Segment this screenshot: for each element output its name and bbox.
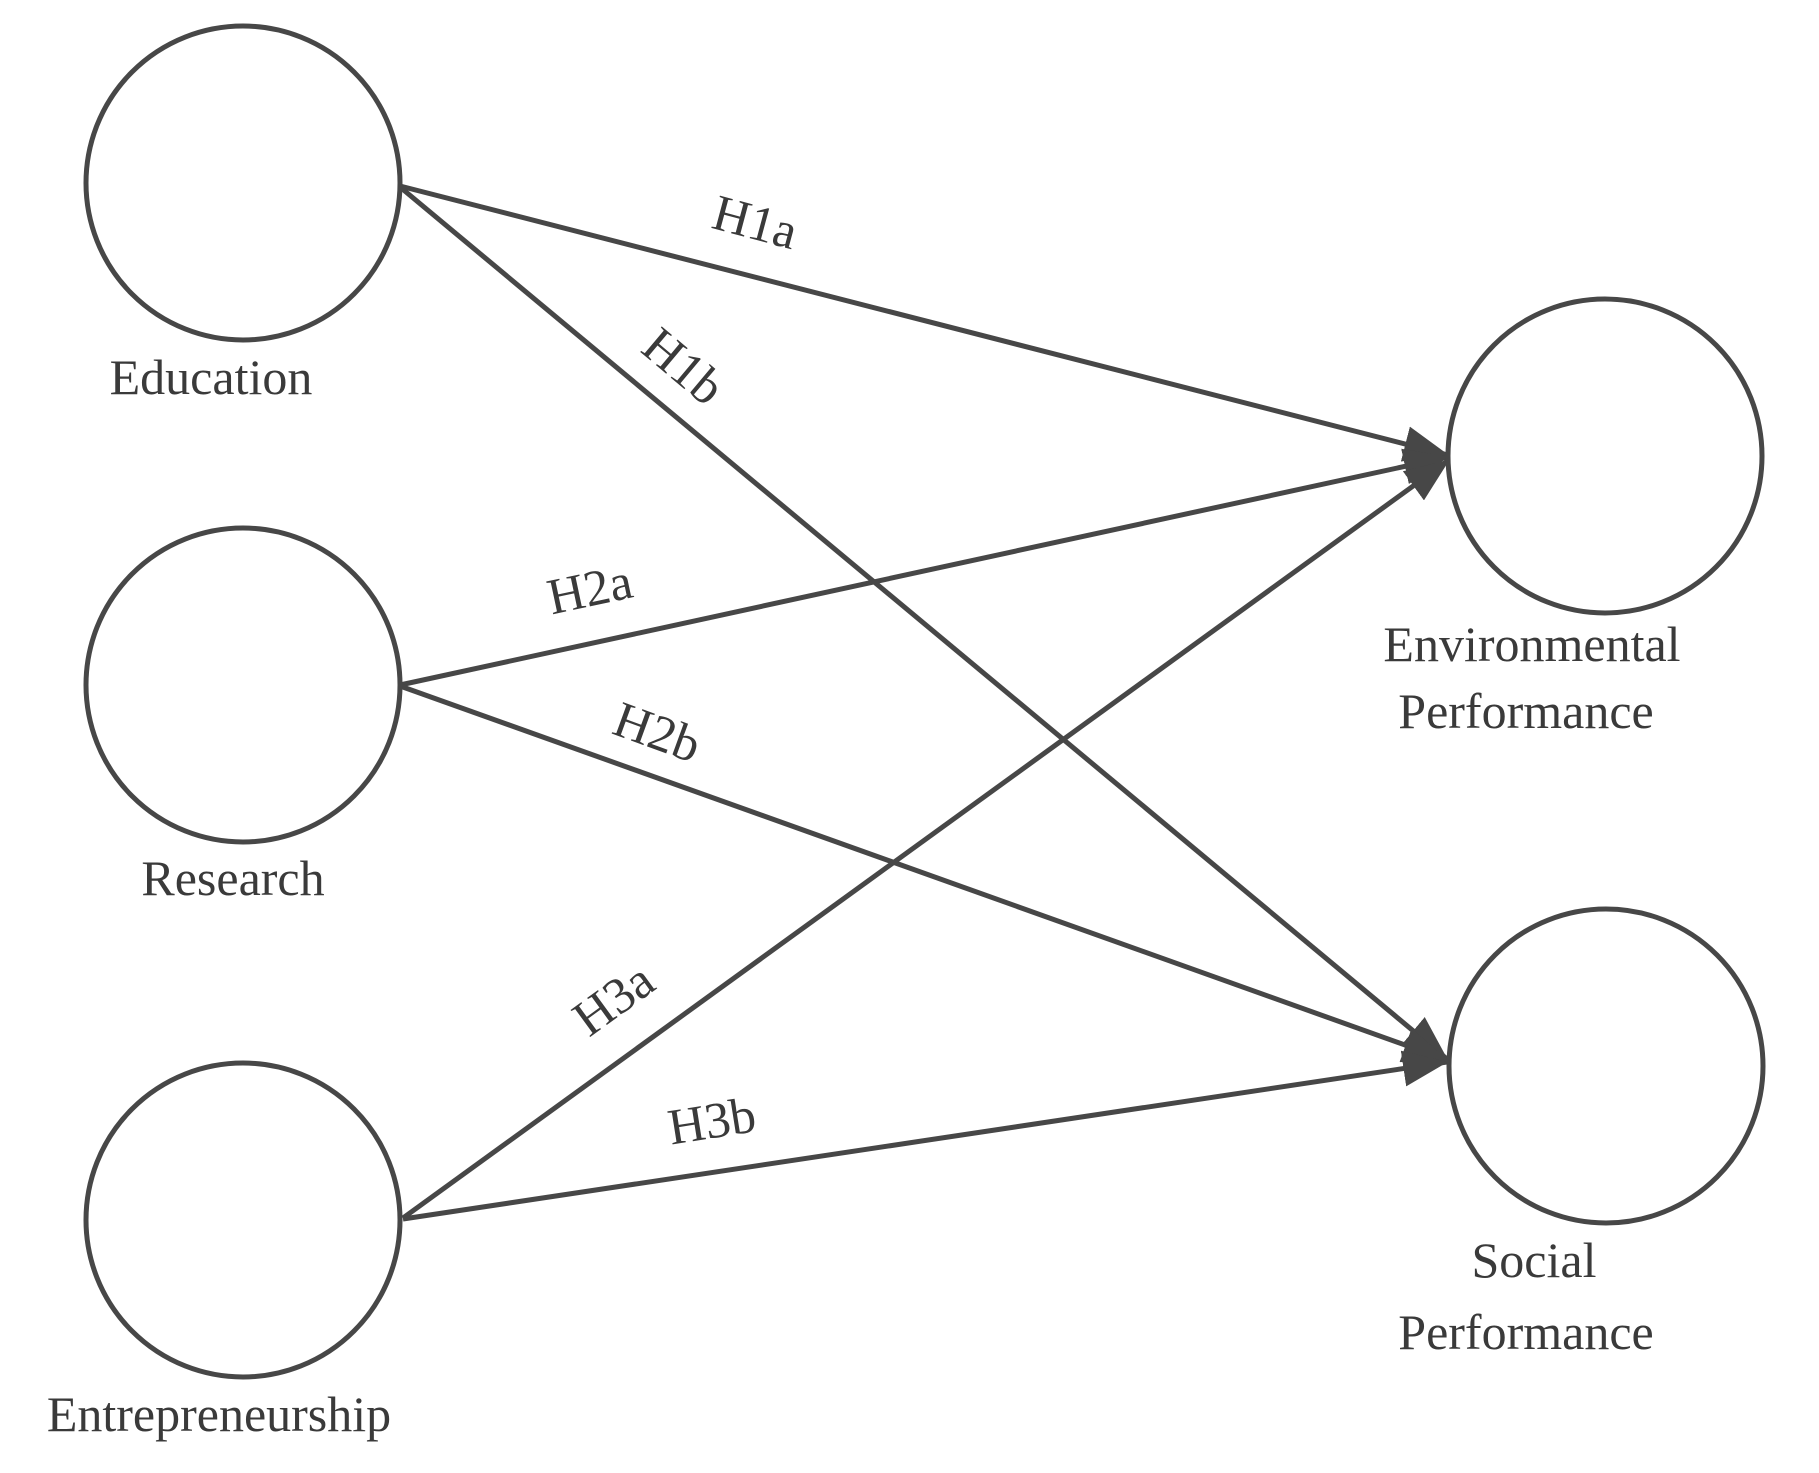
node-environmental-performance-circle	[1445, 296, 1765, 616]
node-entrepreneurship-circle	[83, 1060, 403, 1380]
edge-h2b-arrow	[399, 683, 1448, 1063]
node-environmental-performance-label-line-2: Performance	[1398, 683, 1653, 739]
node-education-label-line-1: Education	[110, 349, 313, 405]
edge-h2a-arrow	[399, 448, 1449, 688]
node-research-label-line-1: Research	[141, 850, 324, 906]
edge-h1a-arrow	[399, 183, 1449, 462]
node-education-circle	[83, 23, 403, 343]
edge-h3b-arrow	[402, 1050, 1448, 1222]
node-entrepreneurship-label-line-1: Entrepreneurship	[47, 1386, 391, 1442]
edge-h1b-arrow	[398, 185, 1449, 1061]
edges-layer	[398, 183, 1451, 1222]
nodes-layer	[83, 23, 1766, 1380]
node-social-performance-circle	[1446, 906, 1766, 1226]
edge-h3a-label: H3a	[563, 952, 665, 1047]
edge-h1b-label: H1b	[631, 317, 734, 416]
edge-h2b-label: H2b	[606, 692, 708, 775]
edge-h2a-label: H2a	[543, 554, 638, 626]
node-environmental-performance-label-line-1: Environmental	[1383, 616, 1680, 672]
edge-h1a-label: H1a	[707, 185, 804, 261]
node-social-performance-label-line-2: Performance	[1398, 1304, 1653, 1360]
edge-h3b-label: H3b	[664, 1087, 760, 1156]
node-social-performance-label-line-1: Social	[1472, 1232, 1597, 1288]
edge-h3a-arrow	[401, 457, 1451, 1221]
node-research-circle	[83, 525, 403, 845]
